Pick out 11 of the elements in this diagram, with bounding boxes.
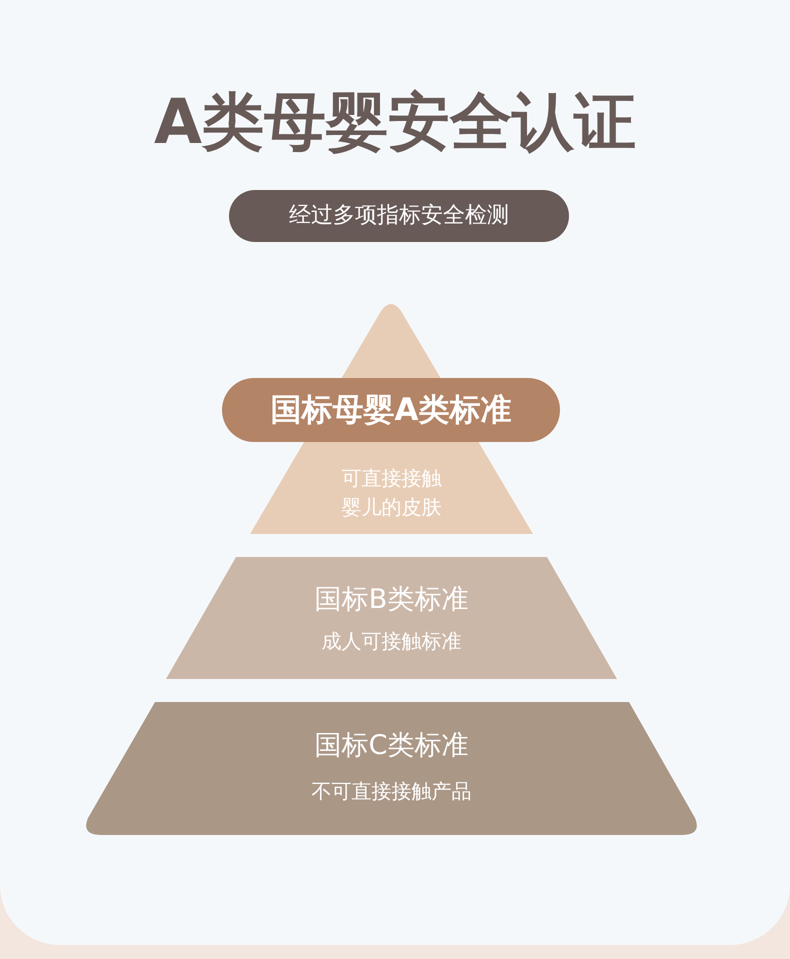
- tier-heading: 国标C类标准: [314, 729, 470, 763]
- tier-heading: 国标B类标准: [314, 583, 470, 617]
- pyramid-tier: [86, 702, 697, 835]
- tier-description: 不可直接接触产品: [310, 778, 472, 804]
- pill-label: 经过多项指标安全检测: [288, 202, 510, 230]
- pill-label: 国标母婴A类标准: [270, 391, 512, 430]
- title: A类母婴安全认证: [153, 84, 637, 160]
- tier-description: 可直接接触婴儿的皮肤: [340, 465, 442, 521]
- pyramid-tier: [166, 557, 617, 679]
- tier-description: 成人可接触标准: [320, 628, 462, 654]
- subtitle-pill: [229, 190, 569, 242]
